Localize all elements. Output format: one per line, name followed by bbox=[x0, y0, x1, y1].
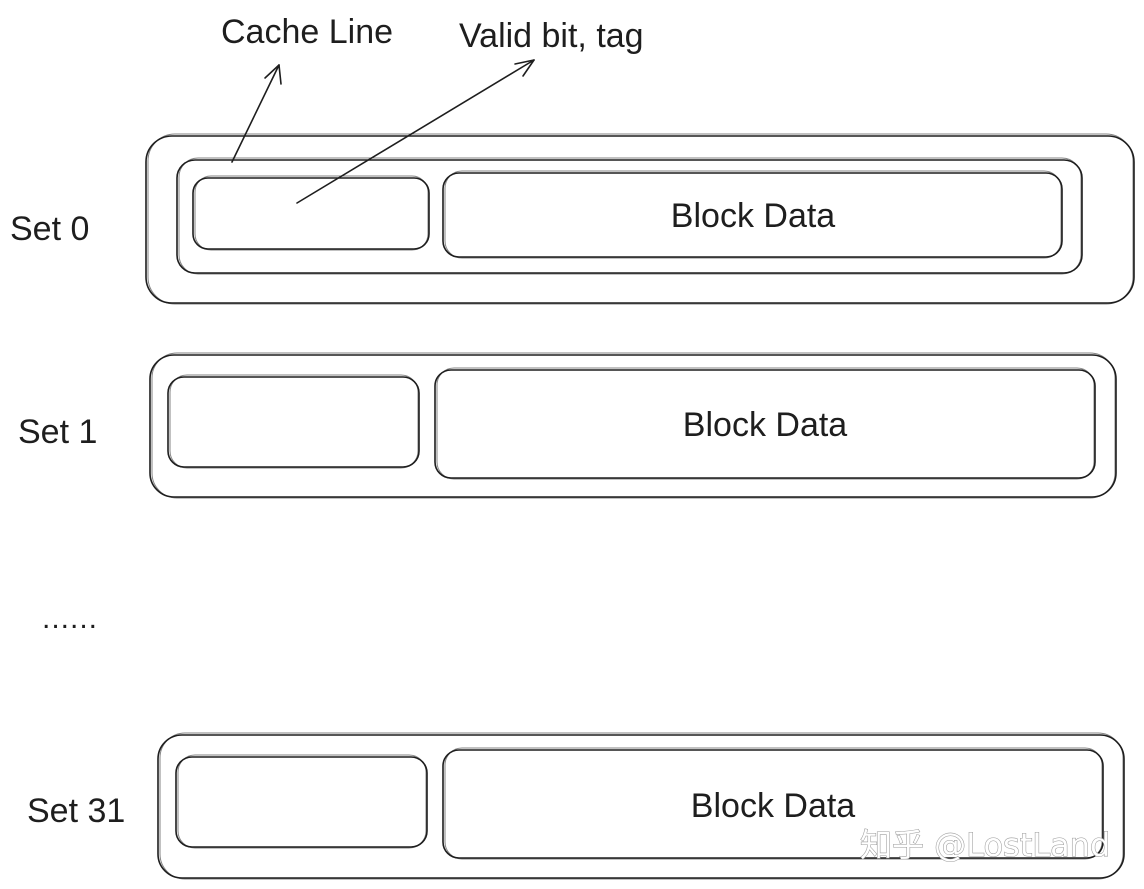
set-1-block-data-label: Block Data bbox=[683, 406, 847, 444]
set-31-block-data-label: Block Data bbox=[691, 787, 855, 825]
set-31-tag-box-sketch bbox=[177, 754, 427, 849]
set-1-block-data-box bbox=[434, 369, 1096, 479]
set-0-block-data-label: Block Data bbox=[671, 197, 835, 235]
set-1-outer-box-sketch bbox=[151, 352, 1116, 499]
cache-line-label: Cache Line bbox=[221, 13, 393, 51]
set-0-group: Block Data Set 0 bbox=[10, 133, 1135, 305]
set-1-label: Set 1 bbox=[18, 413, 97, 451]
set-0-outer-box bbox=[145, 135, 1135, 304]
set-1-tag-box-sketch bbox=[169, 374, 419, 469]
set-0-block-data-box-sketch bbox=[444, 170, 1062, 259]
cache-line-arrow bbox=[231, 64, 280, 163]
set-0-outer-box-sketch bbox=[147, 133, 1134, 305]
set-1-outer-box bbox=[149, 354, 1117, 498]
valid-tag-label: Valid bit, tag bbox=[459, 17, 644, 55]
set-0-tag-box-sketch bbox=[194, 175, 429, 251]
set-0-cache-line-box-sketch bbox=[178, 157, 1082, 275]
set-0-block-data-box bbox=[442, 172, 1063, 258]
valid-tag-arrowhead bbox=[514, 59, 535, 77]
set-0-label: Set 0 bbox=[10, 210, 89, 248]
watermark: 知乎 @LostLand bbox=[860, 826, 1110, 864]
set-31-block-data-box-sketch bbox=[444, 747, 1103, 860]
set-1-group: Block Data Set 1 bbox=[18, 352, 1117, 499]
set-31-outer-box bbox=[157, 734, 1125, 879]
set-31-tag-box bbox=[175, 756, 428, 848]
valid-tag-annotation: Valid bit, tag bbox=[296, 17, 644, 204]
set-0-tag-box bbox=[192, 177, 430, 250]
set-31-group: Block Data Set 31 bbox=[27, 732, 1125, 880]
set-31-outer-box-sketch bbox=[159, 732, 1124, 880]
ellipsis: ...... bbox=[42, 602, 98, 635]
valid-tag-arrow bbox=[296, 59, 535, 204]
set-31-label: Set 31 bbox=[27, 792, 125, 830]
cache-line-arrowhead bbox=[264, 64, 282, 85]
set-1-block-data-box-sketch bbox=[436, 367, 1095, 480]
set-31-block-data-box bbox=[442, 749, 1104, 859]
set-1-tag-box bbox=[167, 376, 420, 468]
set-0-cache-line-box bbox=[176, 159, 1083, 274]
cache-line-annotation: Cache Line bbox=[221, 13, 393, 163]
